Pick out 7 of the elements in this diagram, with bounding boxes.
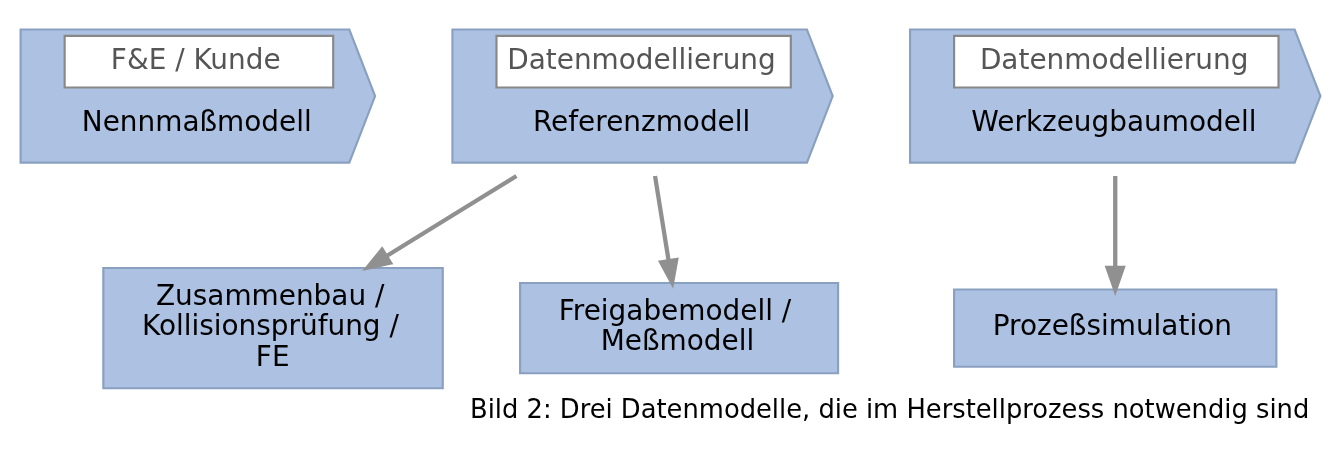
node-box: Prozeßsimulation bbox=[953, 288, 1278, 368]
caption: Bild 2: Drei Datenmodelle, die im Herstellprozess notwendig sind bbox=[470, 393, 1310, 424]
node-box: Freigabemodell / Meßmodell bbox=[519, 281, 840, 375]
node-box: Zusammenbau / Kollisionsprüfung / FE bbox=[102, 266, 444, 390]
arrow bbox=[362, 174, 518, 272]
arrow bbox=[652, 175, 679, 289]
arrow bbox=[1104, 175, 1126, 296]
